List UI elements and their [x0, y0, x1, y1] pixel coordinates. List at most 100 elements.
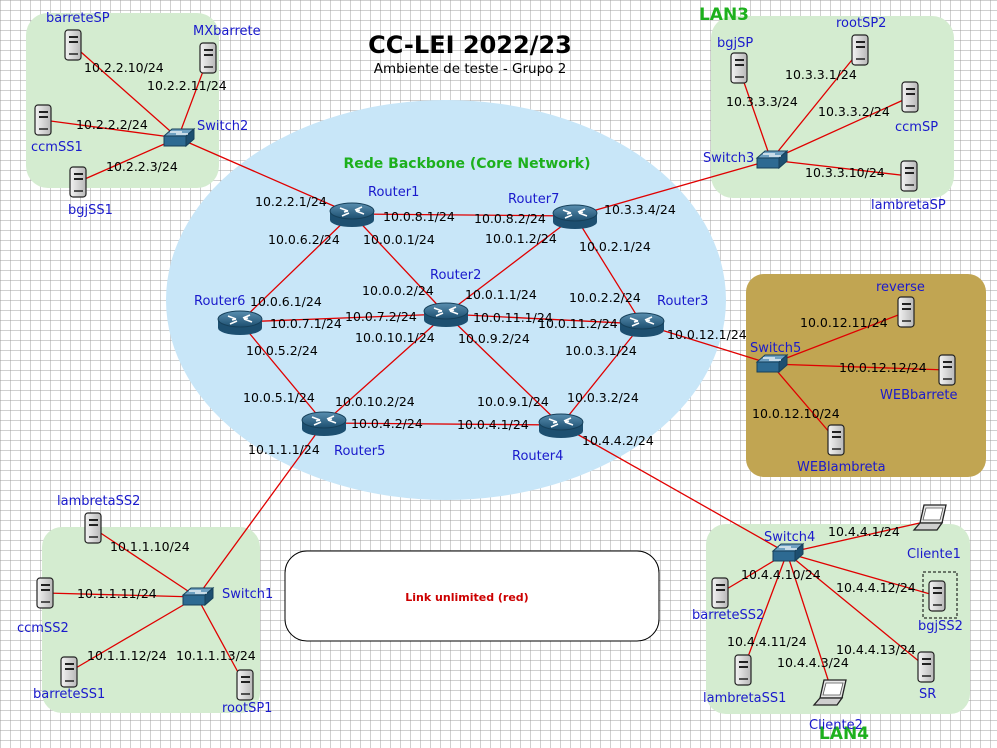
ip-label: 10.0.2.2/24: [569, 290, 641, 305]
link-bgjss1-switch2: [77, 137, 179, 183]
label-switch3: Switch3: [703, 151, 754, 166]
ip-label: 10.1.1.13/24: [176, 648, 256, 663]
barretesp-server-icon[interactable]: [64, 29, 82, 61]
switch4-icon[interactable]: [772, 543, 804, 562]
label-bgjss1: bgjSS1: [68, 203, 113, 218]
ip-label: 10.0.12.12/24: [839, 360, 927, 375]
ccmss2-server-icon[interactable]: [36, 577, 54, 609]
legend-box: [284, 550, 660, 642]
ip-label: 10.0.10.2/24: [335, 394, 415, 409]
ip-label: 10.4.4.1/24: [828, 524, 900, 539]
link-router2-router4: [445, 313, 562, 426]
weblambreta-server-icon[interactable]: [827, 424, 845, 456]
ip-label: 10.0.12.10/24: [752, 406, 840, 421]
label-router5: Router5: [334, 444, 385, 459]
ip-label: 10.0.8.1/24: [383, 209, 455, 224]
label-lambretass1: lambretaSS1: [703, 691, 786, 706]
link-switch4-cliente1: [786, 519, 934, 554]
lan-switch1-zone: [42, 527, 260, 713]
ip-label: 10.3.3.4/24: [604, 202, 676, 217]
label-bgjsp: bgjSP: [717, 36, 753, 51]
label-rootsp1: rootSP1: [222, 701, 272, 716]
link-router7-router2: [445, 215, 576, 315]
ccmss1-server-icon[interactable]: [34, 104, 52, 136]
ip-label: 10.0.10.1/24: [355, 330, 435, 345]
ip-label: 10.0.8.2/24: [474, 211, 546, 226]
switch1-icon[interactable]: [182, 587, 214, 606]
label-barretesp: barreteSP: [46, 11, 110, 26]
link-switch1-rootsp1: [196, 596, 246, 686]
lambretass1-server-icon[interactable]: [734, 654, 752, 686]
label-router4: Router4: [512, 449, 563, 464]
barretess1-server-icon[interactable]: [60, 656, 78, 688]
mxbarrete-server-icon[interactable]: [199, 42, 217, 74]
ip-label: 10.2.2.2/24: [76, 117, 148, 132]
ip-label: 10.1.1.11/24: [77, 586, 157, 601]
lambretass2-server-icon[interactable]: [84, 512, 102, 544]
ccmsp-server-icon[interactable]: [901, 81, 919, 113]
router2-icon[interactable]: [423, 302, 469, 328]
ip-label: 10.2.2.11/24: [147, 78, 227, 93]
rootsp1-server-icon[interactable]: [236, 669, 254, 701]
label-rootsp2: rootSP2: [836, 16, 886, 31]
barretess2-server-icon[interactable]: [711, 577, 729, 609]
sr-server-icon[interactable]: [917, 651, 935, 683]
ip-label: 10.0.11.1/24: [473, 310, 553, 325]
label-barretess1: barreteSS1: [33, 687, 105, 702]
switch3-icon[interactable]: [756, 150, 788, 169]
label-lambretass2: lambretaSS2: [57, 494, 140, 509]
router1-icon[interactable]: [329, 202, 375, 228]
router3-icon[interactable]: [619, 312, 665, 338]
ip-label: 10.0.6.2/24: [268, 232, 340, 247]
router7-icon[interactable]: [552, 204, 598, 230]
label-ccmss1: ccmSS1: [31, 140, 83, 155]
label-barretess2: barreteSS2: [692, 608, 764, 623]
node-labels: Router1 Router7 Router2 Router6 Router3 …: [17, 11, 963, 733]
backbone-label: Rede Backbone (Core Network): [343, 156, 590, 172]
label-switch2: Switch2: [197, 119, 248, 134]
link-switch5-reverse: [770, 311, 907, 365]
label-ccmss2: ccmSS2: [17, 621, 69, 636]
ip-label: 10.0.12.11/24: [800, 315, 888, 330]
link-router5-router4: [323, 422, 562, 426]
ip-label: 10.0.3.1/24: [565, 343, 637, 358]
bgjss2-server-icon[interactable]: [928, 580, 946, 612]
lambretasp-server-icon[interactable]: [900, 160, 918, 192]
webbarrete-server-icon[interactable]: [938, 354, 956, 386]
link-router6-router2: [239, 313, 447, 323]
label-router7: Router7: [508, 192, 559, 207]
ip-label: 10.1.1.1/24: [248, 442, 320, 457]
link-switch3-lambretasp: [770, 159, 910, 177]
link-router7-router3: [574, 215, 643, 325]
label-switch1: Switch1: [222, 587, 273, 602]
ip-label: 10.3.3.3/24: [726, 94, 798, 109]
lan4-zone: [706, 524, 970, 714]
page-subtitle: Ambiente de teste - Grupo 2: [374, 61, 567, 77]
label-mxbarrete: MXbarrete: [193, 24, 261, 39]
ip-label: 10.0.9.1/24: [477, 394, 549, 409]
ip-label: 10.0.6.1/24: [250, 294, 322, 309]
link-router5-switch1: [196, 422, 325, 598]
bgjsp-server-icon[interactable]: [730, 52, 748, 84]
router6-icon[interactable]: [217, 310, 263, 336]
ip-label: 10.1.1.10/24: [110, 539, 190, 554]
ip-label: 10.0.0.1/24: [363, 232, 435, 247]
ip-label: 10.4.4.3/24: [777, 655, 849, 670]
link-barreteSP-switch2: [72, 44, 179, 139]
label-bgjss2: bgjSS2: [918, 619, 963, 634]
switch5-icon[interactable]: [756, 354, 788, 373]
router5-icon[interactable]: [301, 411, 347, 437]
rootsp2-server-icon[interactable]: [851, 34, 869, 66]
ip-label: 10.2.2.3/24: [106, 159, 178, 174]
ip-label: 10.0.9.2/24: [458, 331, 530, 346]
router4-icon[interactable]: [538, 413, 584, 439]
bgjss1-server-icon[interactable]: [69, 166, 87, 198]
ip-label: 10.4.4.11/24: [727, 634, 807, 649]
ip-label: 10.0.1.2/24: [485, 231, 557, 246]
link-router2-router3: [445, 313, 643, 325]
switch2-icon[interactable]: [163, 128, 195, 147]
reverse-server-icon[interactable]: [897, 296, 915, 328]
ip-label: 10.0.7.2/24: [345, 309, 417, 324]
label-cliente2: Cliente2: [809, 718, 863, 733]
